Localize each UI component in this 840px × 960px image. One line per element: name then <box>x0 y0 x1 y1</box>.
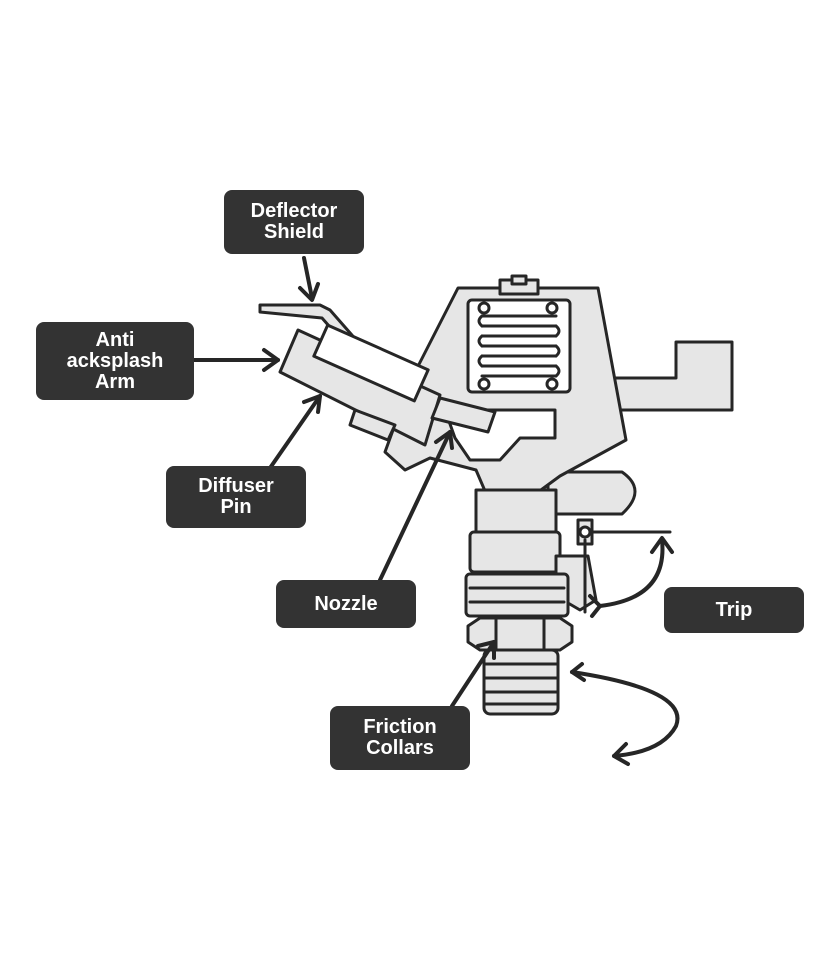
collar-rotation-arrow <box>570 662 680 766</box>
deflector-shield-pointer <box>298 256 320 302</box>
nozzle <box>430 396 497 434</box>
nozzle-pointer <box>378 430 454 582</box>
label-diffuser-pin: Diffuser Pin <box>166 466 306 528</box>
spring-rivet-bottom-right <box>545 377 559 391</box>
spring-rivet-bottom-left <box>477 377 491 391</box>
trip-rotation-arrow <box>588 536 674 618</box>
label-nozzle: Nozzle <box>276 580 416 628</box>
trip-housing <box>546 470 637 516</box>
label-deflector-shield-line-1: Deflector <box>250 200 338 222</box>
label-anti-backsplash-line-2: acksplash <box>66 349 164 372</box>
label-deflector-shield: Deflector Shield <box>224 190 364 254</box>
label-friction-collars: Friction Collars <box>330 706 470 770</box>
collar-ridges <box>468 586 566 604</box>
label-anti-backsplash-line-1: Anti <box>95 328 135 351</box>
lower-collar <box>464 572 570 618</box>
base-threads <box>482 662 560 706</box>
threaded-base <box>482 648 560 716</box>
sprinkler-top-knob <box>510 274 528 286</box>
label-trip: Trip <box>664 587 804 633</box>
spring-coils <box>477 314 561 378</box>
label-diffuser-pin-line-1: Diffuser <box>198 475 274 497</box>
label-nozzle-line-1: Nozzle <box>314 592 378 615</box>
anti-backsplash-pointer <box>192 348 280 372</box>
label-deflector-shield-line-2: Shield <box>263 221 324 243</box>
body-neck <box>474 488 558 534</box>
label-friction-collars-line-2: Collars <box>366 737 434 759</box>
upper-collar <box>468 530 562 574</box>
label-anti-backsplash-arm: Anti acksplash Arm <box>36 322 194 400</box>
label-friction-collars-line-1: Friction <box>363 716 437 738</box>
spring-rivet-left <box>477 301 491 315</box>
label-diffuser-pin-line-2: Pin <box>220 496 252 518</box>
diffuser-pin-pointer <box>268 394 322 470</box>
label-trip-line-1: Trip <box>715 598 753 621</box>
arm-inner-panel <box>312 323 430 403</box>
label-anti-backsplash-line-3: Arm <box>94 370 135 393</box>
spring-rivet-right <box>545 301 559 315</box>
diffuser-pin-bracket <box>348 408 397 442</box>
friction-collars-pointer <box>450 640 496 708</box>
